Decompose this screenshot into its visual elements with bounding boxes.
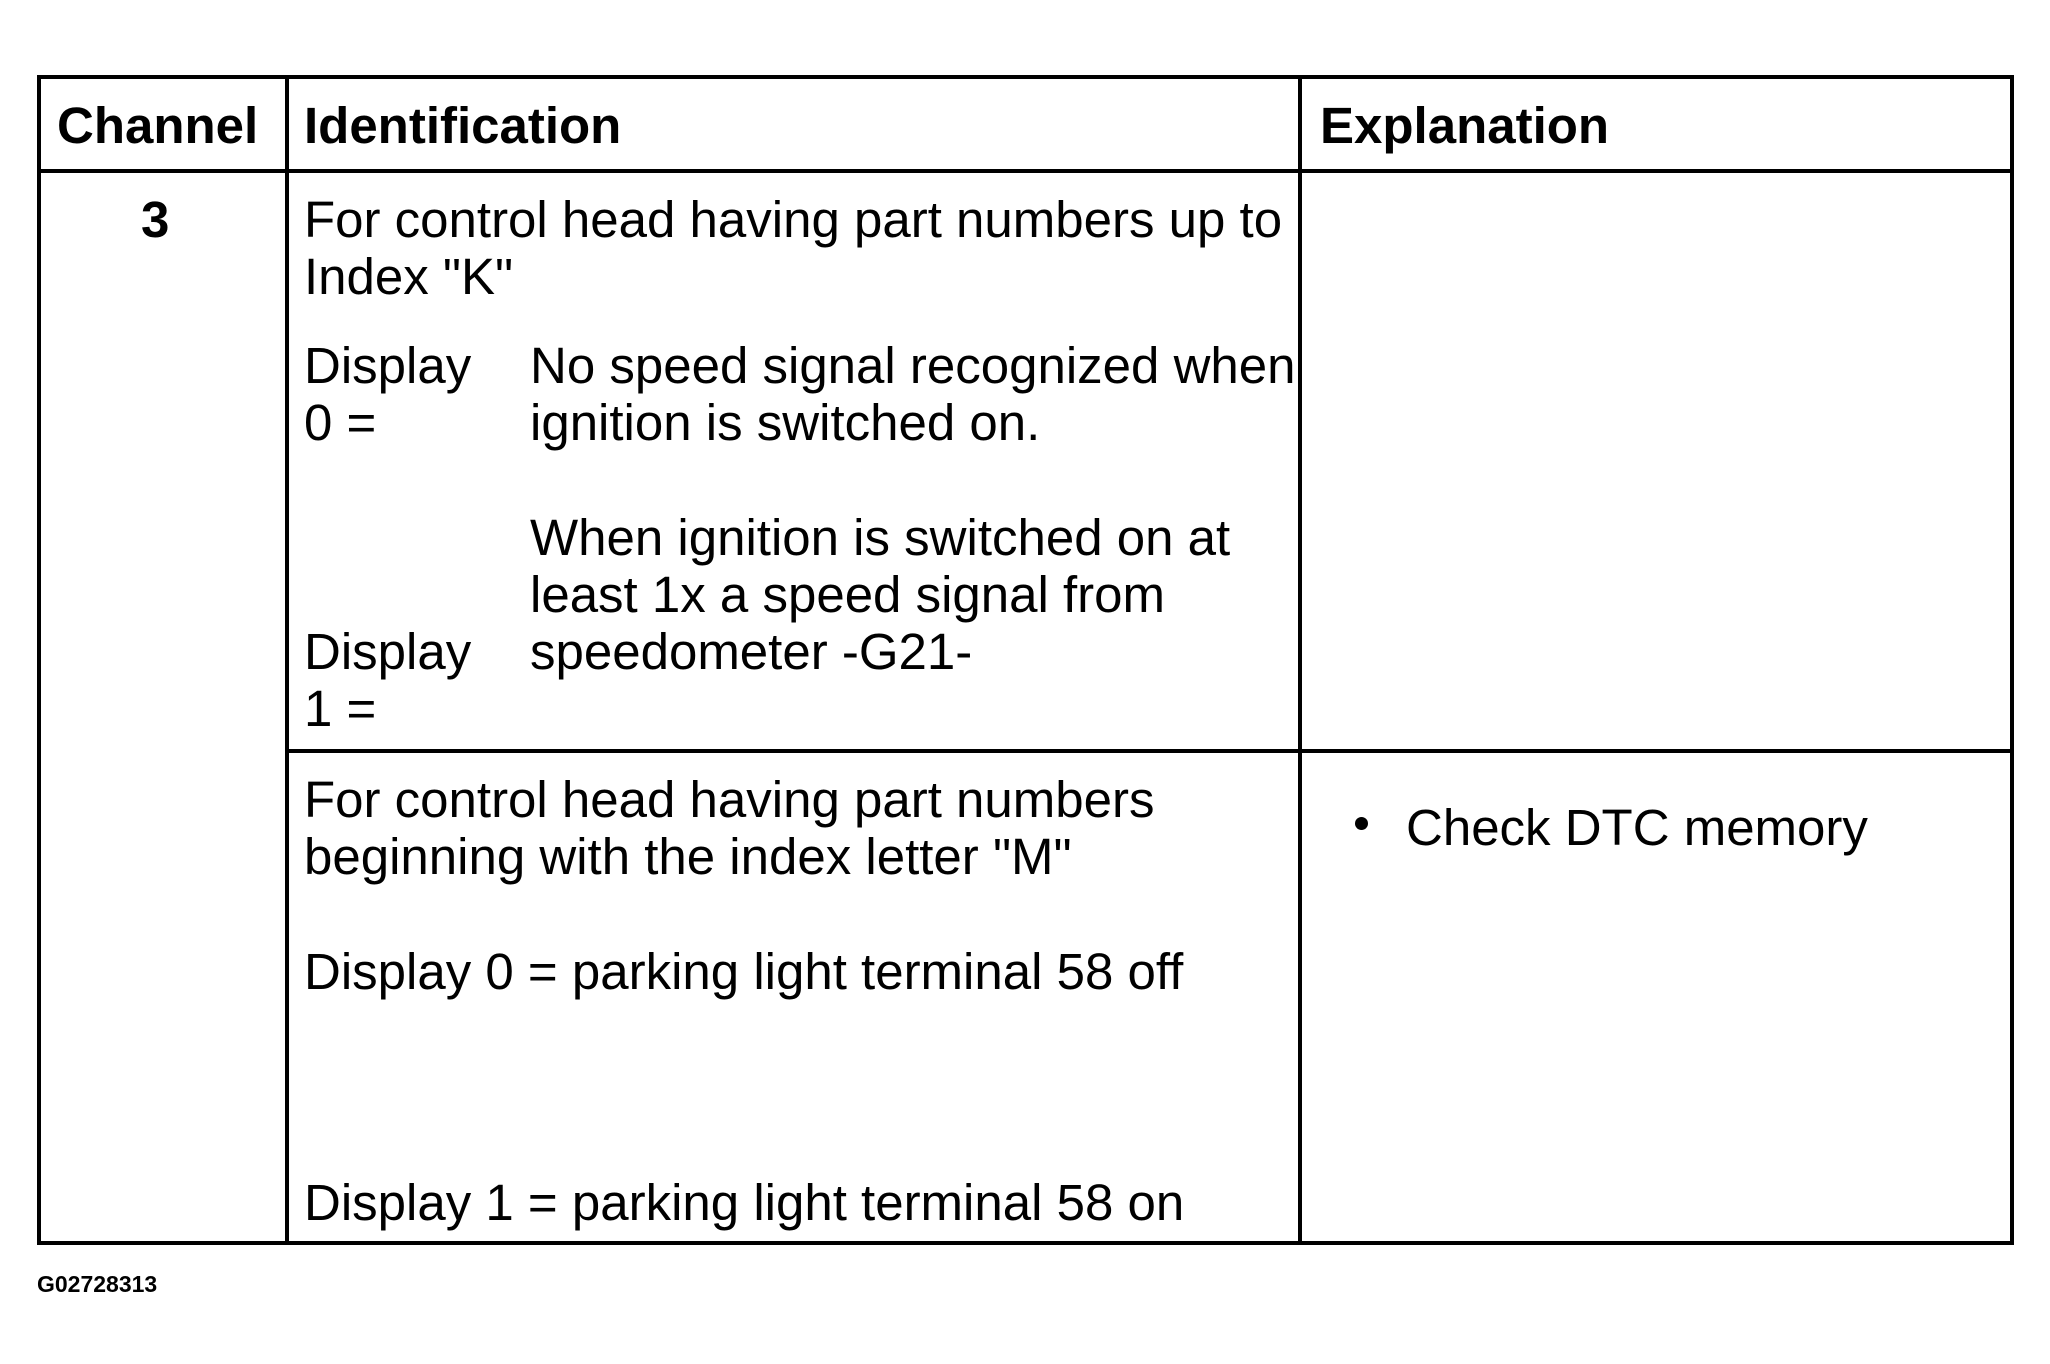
table-col-divider-2: [1298, 75, 1302, 1245]
row2-display0: Display 0 = parking light terminal 58 of…: [304, 943, 1184, 1000]
bullet-icon: [1355, 817, 1368, 830]
table-row-divider: [285, 749, 2014, 753]
header-identification: Identification: [304, 97, 622, 154]
header-explanation: Explanation: [1320, 97, 1610, 154]
display0-label-line1: Display: [304, 337, 472, 394]
display1-label-line2: 1 =: [304, 680, 377, 737]
row1-intro-line2: Index "K": [304, 248, 514, 305]
header-channel: Channel: [57, 97, 259, 154]
figure-id-caption: G02728313: [37, 1271, 158, 1297]
display1-text-line1: When ignition is switched on at: [530, 509, 1231, 566]
row2-intro-line2: beginning with the index letter "M": [304, 828, 1072, 885]
table-border-left: [37, 75, 41, 1245]
table-border-top: [37, 75, 2014, 79]
explanation-bullet-1: Check DTC memory: [1406, 799, 1868, 856]
row2-display1: Display 1 = parking light terminal 58 on: [304, 1174, 1185, 1231]
row1-intro-line1: For control head having part numbers up …: [304, 191, 1283, 248]
table-col-divider-1: [285, 75, 289, 1245]
table-header-divider: [37, 169, 2014, 173]
display1-label-line1: Display: [304, 623, 472, 680]
display0-text-line1: No speed signal recognized when: [530, 337, 1296, 394]
table-border-bottom: [37, 1241, 2014, 1245]
row2-intro-line1: For control head having part numbers: [304, 771, 1155, 828]
display0-text-line2: ignition is switched on.: [530, 394, 1041, 451]
channel-value: 3: [141, 191, 170, 248]
display1-text-line3: speedometer -G21-: [530, 623, 973, 680]
display0-label-line2: 0 =: [304, 394, 377, 451]
table-border-right: [2010, 75, 2014, 1245]
display1-text-line2: least 1x a speed signal from: [530, 566, 1166, 623]
